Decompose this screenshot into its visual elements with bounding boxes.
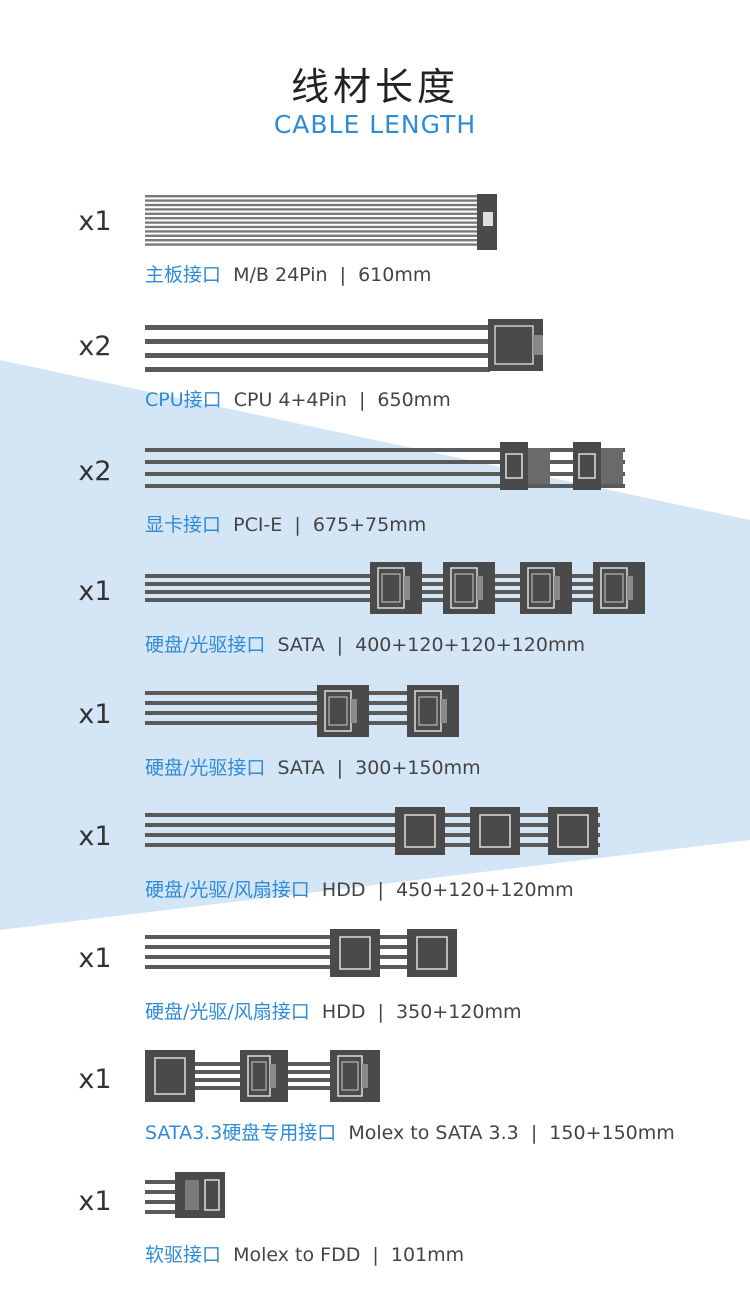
cable-illustration-molex-to-sata xyxy=(145,1050,380,1102)
sata-connector xyxy=(370,562,422,614)
cable-row: x1 硬盘/光驱/风扇接口 HDD | 450+120+120mm xyxy=(0,805,750,915)
molex-connector xyxy=(330,929,380,977)
cable-spec: CPU 4+4Pin | 650mm xyxy=(233,389,451,411)
page-subtitle: CABLE LENGTH xyxy=(273,110,477,139)
cable-row: x1 硬盘/光驱接口 SATA | 400+120+120+120mm xyxy=(0,560,750,670)
cable-caption: 硬盘/光驱接口 SATA | 400+120+120+120mm xyxy=(145,630,585,657)
sata-connector xyxy=(407,685,459,737)
cable-illustration-cpu-8pin xyxy=(145,319,543,372)
cable-illustration-fdd xyxy=(145,1172,225,1218)
cable-caption: SATA3.3硬盘专用接口 Molex to SATA 3.3 | 150+15… xyxy=(145,1118,675,1145)
cable-name: 显卡接口 xyxy=(145,514,222,536)
cable-name: CPU接口 xyxy=(145,389,222,411)
cable-caption: 软驱接口 Molex to FDD | 101mm xyxy=(145,1240,464,1267)
cable-caption: 显卡接口 PCI-E | 675+75mm xyxy=(145,510,426,537)
cable-quantity: x1 xyxy=(78,943,112,974)
molex-connector xyxy=(145,1050,195,1102)
cable-spec: Molex to SATA 3.3 | 150+150mm xyxy=(348,1122,675,1144)
cable-caption: 主板接口 M/B 24Pin | 610mm xyxy=(145,260,431,287)
cable-spec: HDD | 350+120mm xyxy=(321,1001,522,1023)
cable-row: x1 主板接口 M/B 24Pin | 610mm xyxy=(0,190,750,300)
cable-caption: CPU接口 CPU 4+4Pin | 650mm xyxy=(145,385,451,412)
sata-connector xyxy=(593,562,645,614)
cable-name: 硬盘/光驱接口 xyxy=(145,634,266,656)
cable-name: 硬盘/光驱/风扇接口 xyxy=(145,1001,310,1023)
molex-connector xyxy=(407,929,457,977)
cable-spec: SATA | 400+120+120+120mm xyxy=(277,634,585,656)
cable-quantity: x2 xyxy=(78,331,112,362)
cable-spec: SATA | 300+150mm xyxy=(277,757,481,779)
cable-spec: Molex to FDD | 101mm xyxy=(233,1244,465,1266)
cpu-8pin-connector xyxy=(488,319,543,371)
cable-row: x2 显卡接口 PCI-E | 675+75mm xyxy=(0,440,750,550)
sata-connector xyxy=(520,562,572,614)
pcie-connector xyxy=(500,442,550,490)
cable-illustration-molex-2 xyxy=(145,929,457,977)
cable-name: 硬盘/光驱/风扇接口 xyxy=(145,879,310,901)
cable-name: SATA3.3硬盘专用接口 xyxy=(145,1122,337,1144)
cable-quantity: x1 xyxy=(78,206,112,237)
molex-connector xyxy=(395,807,445,855)
cable-caption: 硬盘/光驱/风扇接口 HDD | 450+120+120mm xyxy=(145,875,574,902)
cable-row: x1 硬盘/光驱/风扇接口 HDD | 350+120mm xyxy=(0,927,750,1037)
cable-quantity: x1 xyxy=(78,699,112,730)
cable-spec: HDD | 450+120+120mm xyxy=(321,879,574,901)
cable-spec: PCI-E | 675+75mm xyxy=(233,514,427,536)
cable-name: 软驱接口 xyxy=(145,1244,222,1266)
cable-illustration-sata-4 xyxy=(145,562,645,614)
sata-connector xyxy=(330,1050,380,1102)
cable-caption: 硬盘/光驱/风扇接口 HDD | 350+120mm xyxy=(145,997,521,1024)
sata-connector xyxy=(240,1050,288,1102)
cable-row: x1 软驱接口 Molex to FDD | 101mm xyxy=(0,1170,750,1280)
cable-quantity: x1 xyxy=(78,576,112,607)
page-title: 线材长度 xyxy=(290,65,459,109)
cable-quantity: x1 xyxy=(78,821,112,852)
cable-row: x1 硬盘/光驱接口 SATA | 300+150mm xyxy=(0,683,750,793)
sata-connector xyxy=(317,685,369,737)
sata-connector xyxy=(443,562,495,614)
cable-quantity: x1 xyxy=(78,1064,112,1095)
cable-illustration-molex-3 xyxy=(145,807,600,855)
cable-illustration-pcie xyxy=(145,442,625,490)
cable-illustration-sata-2 xyxy=(145,685,459,737)
cable-spec: M/B 24Pin | 610mm xyxy=(233,264,432,286)
cable-quantity: x2 xyxy=(78,456,112,487)
fdd-connector xyxy=(175,1172,225,1218)
cable-name: 硬盘/光驱接口 xyxy=(145,757,266,779)
molex-connector xyxy=(548,807,598,855)
cable-illustration-atx-24pin xyxy=(145,194,497,250)
cable-quantity: x1 xyxy=(78,1186,112,1217)
molex-connector xyxy=(470,807,520,855)
atx-24pin-connector xyxy=(477,194,497,250)
cable-caption: 硬盘/光驱接口 SATA | 300+150mm xyxy=(145,753,481,780)
pcie-connector xyxy=(573,442,623,490)
cable-name: 主板接口 xyxy=(145,264,222,286)
